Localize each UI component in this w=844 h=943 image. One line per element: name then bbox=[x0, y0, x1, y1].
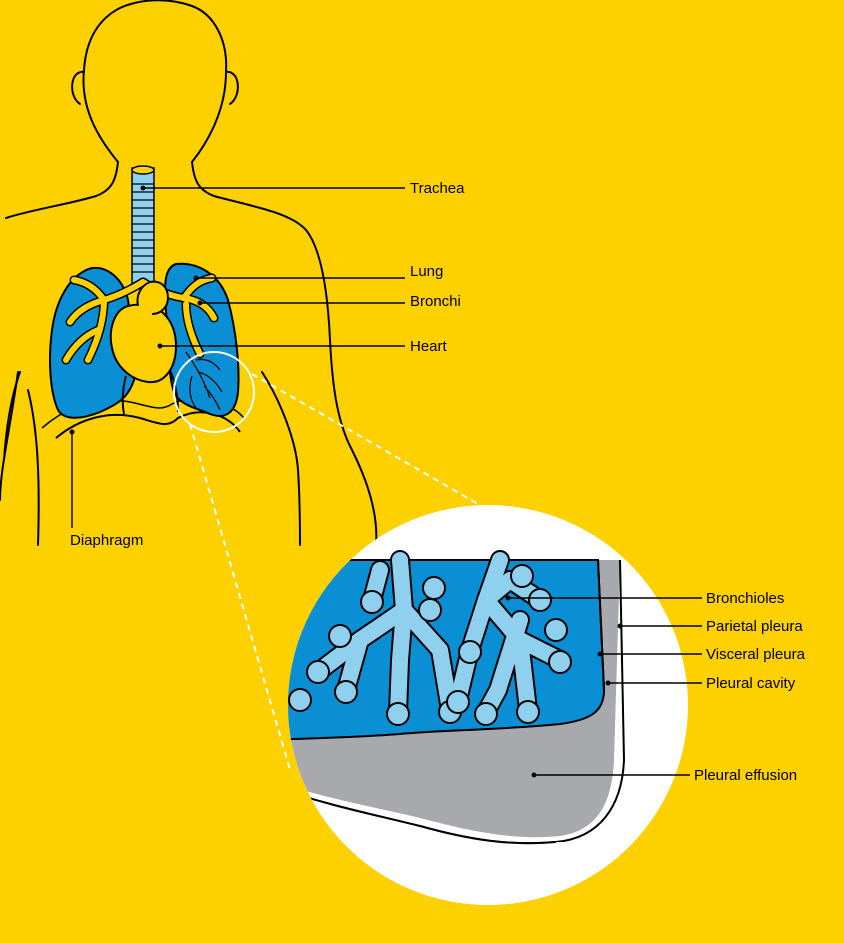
label-parietal-pleura: Parietal pleura bbox=[706, 618, 803, 635]
left-shoulder-outline bbox=[6, 162, 118, 218]
head-outline bbox=[83, 0, 226, 162]
trachea bbox=[132, 166, 154, 284]
right-ear-outline bbox=[226, 72, 238, 104]
label-heart: Heart bbox=[410, 338, 448, 355]
magnified-view bbox=[270, 505, 700, 920]
label-pleural-cavity: Pleural cavity bbox=[706, 675, 796, 692]
magnify-guide-line-bottom bbox=[190, 424, 290, 770]
label-pleural-effusion: Pleural effusion bbox=[694, 767, 797, 784]
label-diaphragm: Diaphragm bbox=[70, 532, 143, 549]
label-bronchioles: Bronchioles bbox=[706, 590, 784, 607]
label-bronchi: Bronchi bbox=[410, 293, 461, 310]
left-ear-outline bbox=[72, 72, 84, 104]
left-torso-outline bbox=[0, 372, 18, 500]
left-inner-arm-outline bbox=[28, 390, 39, 545]
label-lung: Lung bbox=[410, 263, 443, 280]
label-visceral-pleura: Visceral pleura bbox=[706, 646, 806, 663]
label-trachea: Trachea bbox=[410, 180, 465, 197]
